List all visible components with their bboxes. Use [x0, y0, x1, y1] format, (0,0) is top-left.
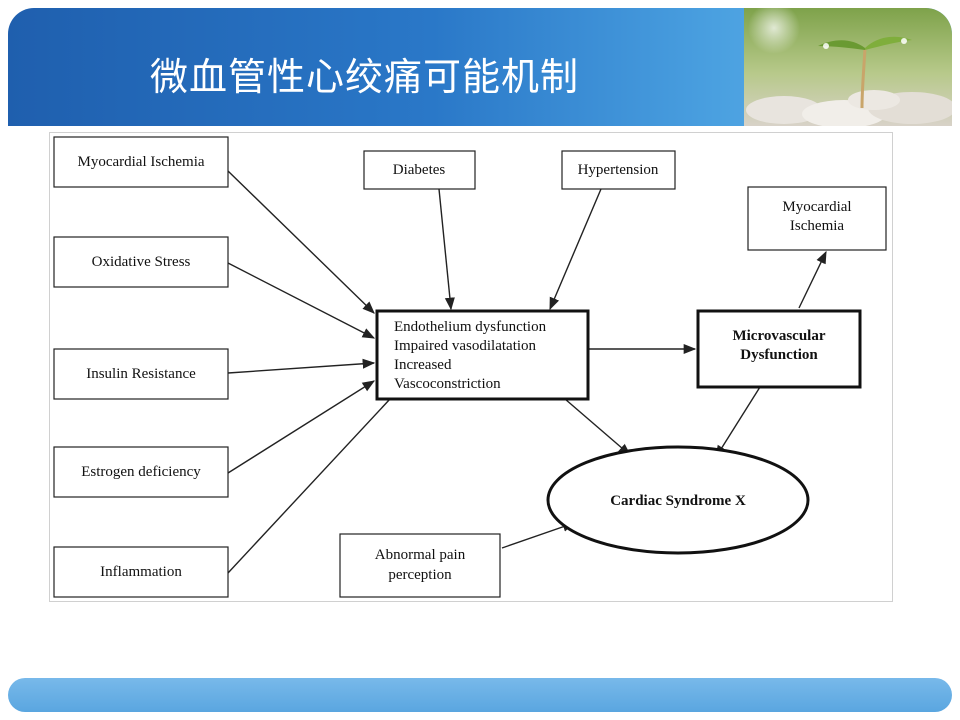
arrow-inflammation-to-endothelium [227, 398, 391, 574]
cause-label: Inflammation [100, 564, 182, 580]
abnormal-pain-line: perception [388, 567, 452, 583]
cardiac-syndrome-ellipse: Cardiac Syndrome X [546, 445, 810, 555]
myocardial-ischemia-output-box: Myocardial Ischemia [747, 186, 887, 251]
arrow-endothelium-to-syndrome [564, 398, 631, 456]
cause-box-inflammation: Inflammation [53, 546, 229, 598]
arrow-microvascular-to-ischemia [798, 250, 827, 309]
arrow-pain-to-syndrome [501, 521, 576, 549]
cause-box-oxidative-stress: Oxidative Stress [53, 236, 229, 288]
cause-box-insulin-resistance: Insulin Resistance [53, 348, 229, 400]
diagram-arrows [227, 170, 827, 574]
cardiac-syndrome-label: Cardiac Syndrome X [610, 493, 746, 509]
slide-title: 微血管性心绞痛可能机制 [150, 55, 580, 99]
seedling-image [744, 8, 952, 126]
hypertension-label: Hypertension [578, 162, 659, 178]
myocardial-output-line: Myocardial [782, 199, 851, 215]
arrow-hypertension-to-endothelium [549, 188, 602, 311]
endothelium-box: Endothelium dysfunction Impaired vasodil… [375, 309, 590, 401]
slide-header: 微血管性心绞痛可能机制 [8, 8, 952, 126]
endothelium-line: Increased [394, 357, 452, 373]
diabetes-label: Diabetes [393, 162, 446, 178]
cause-label: Insulin Resistance [86, 366, 196, 382]
cause-label: Myocardial Ischemia [77, 154, 204, 170]
abnormal-pain-line: Abnormal pain [375, 547, 466, 563]
arrow-estrogen-to-endothelium [227, 380, 376, 474]
microvascular-line: Microvascular [732, 328, 825, 344]
cause-label: Oxidative Stress [92, 254, 191, 270]
endothelium-line: Endothelium dysfunction [394, 319, 547, 335]
cause-box-estrogen-deficiency: Estrogen deficiency [53, 446, 229, 498]
arrow-diabetes-to-endothelium [438, 188, 455, 311]
endothelium-line: Vascoconstriction [394, 376, 501, 392]
cause-label: Estrogen deficiency [81, 464, 201, 480]
microvascular-box: Microvascular Dysfunction [696, 309, 862, 389]
mechanism-diagram: Myocardial Ischemia Oxidative Stress Ins… [49, 132, 893, 602]
microvascular-line: Dysfunction [740, 347, 818, 363]
slide-footer-bar [8, 678, 952, 712]
arrow-ischemia-to-endothelium [227, 170, 375, 314]
diabetes-box: Diabetes [363, 150, 476, 190]
cause-box-myocardial-ischemia: Myocardial Ischemia [53, 136, 229, 188]
myocardial-output-line: Ischemia [790, 218, 844, 234]
hypertension-box: Hypertension [561, 150, 676, 190]
endothelium-line: Impaired vasodilatation [394, 338, 537, 354]
arrow-insulin-to-endothelium [227, 358, 376, 374]
header-image-seedling [744, 8, 952, 126]
arrow-microvascular-to-syndrome [715, 386, 761, 459]
arrow-oxidative-to-endothelium [227, 262, 376, 339]
abnormal-pain-box: Abnormal pain perception [339, 533, 501, 598]
mechanism-diagram-svg: Myocardial Ischemia Oxidative Stress Ins… [53, 136, 887, 598]
